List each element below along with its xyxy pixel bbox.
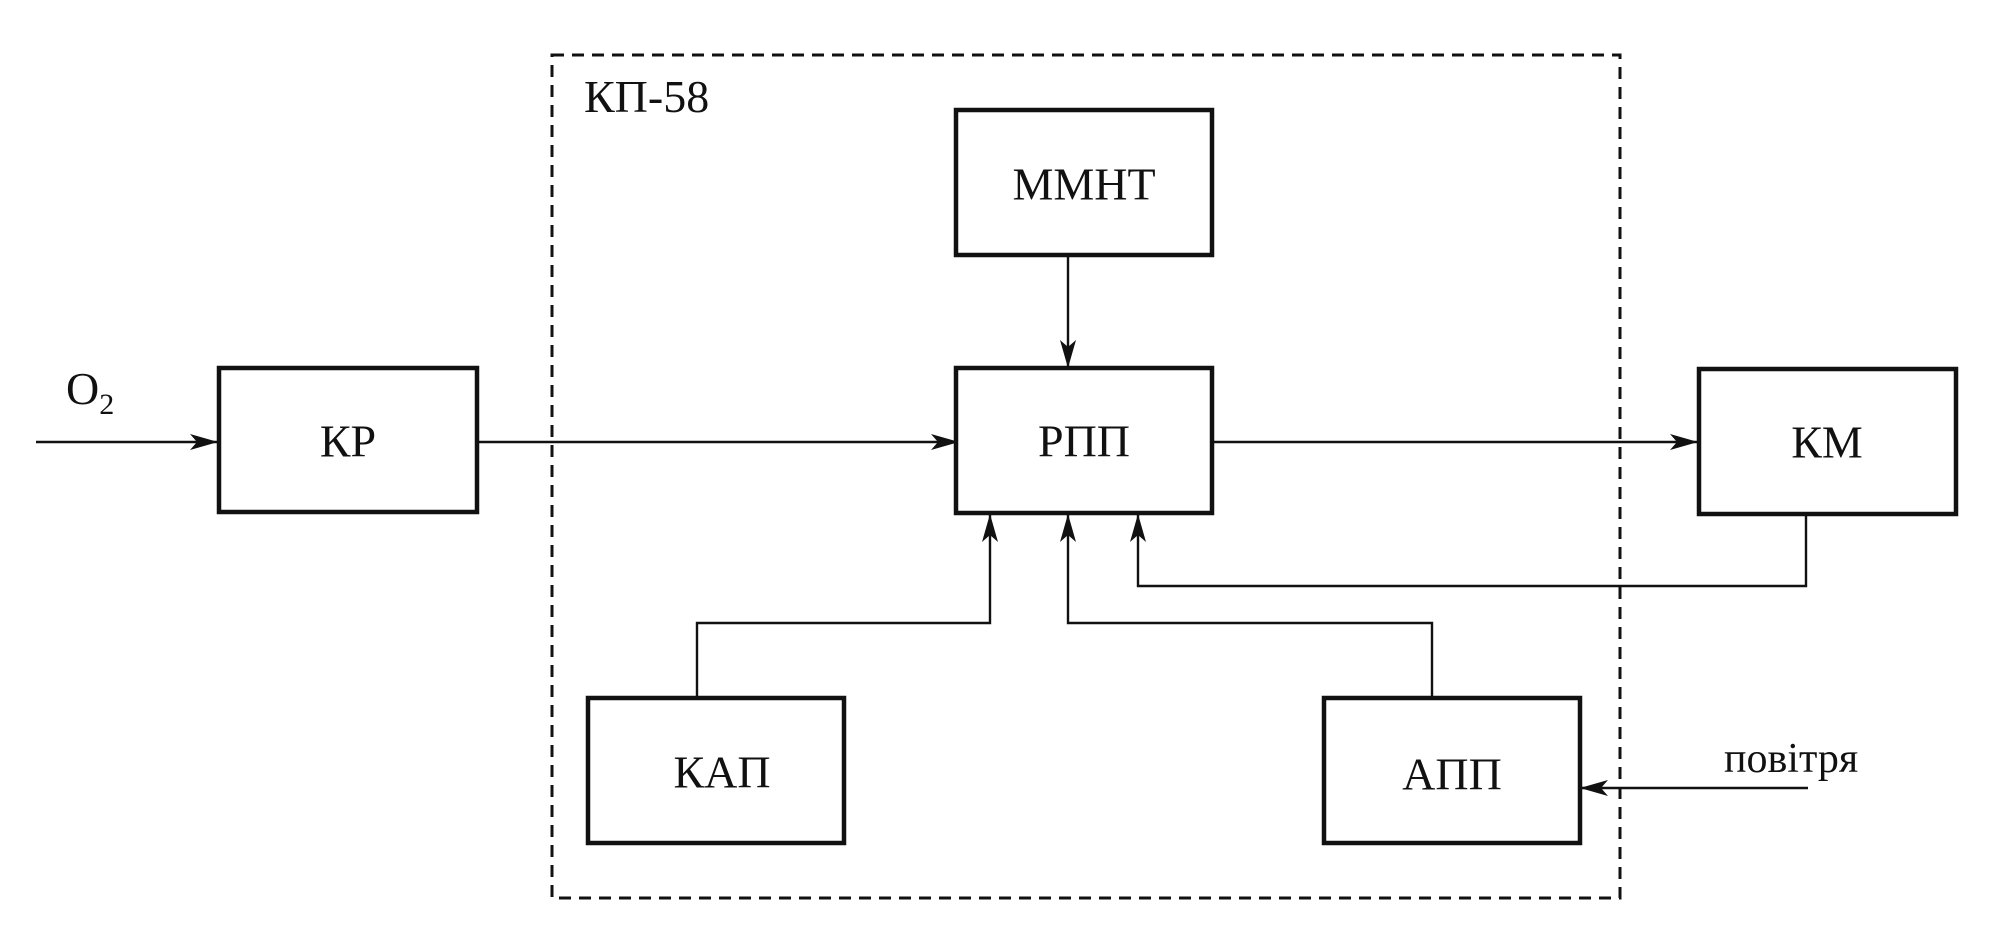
air-input-label: повітря: [1724, 736, 1858, 782]
oxygen-label-subscript: 2: [99, 388, 114, 421]
block-app: АПП: [1321, 695, 1583, 846]
block-app-label: АПП: [1402, 749, 1502, 800]
block-rpp: РПП: [953, 365, 1215, 516]
block-kr-label: КР: [320, 416, 376, 467]
kp58-group-boundary: [550, 53, 1622, 900]
oxygen-label-base: O: [66, 363, 99, 414]
km-feedback-to-rpp-arrow: [1130, 514, 1808, 588]
app-to-rpp-arrow: [1060, 514, 1434, 696]
block-kr: КР: [216, 365, 480, 515]
block-rpp-label: РПП: [1038, 416, 1130, 467]
block-mmnt: ММНТ: [953, 107, 1215, 258]
block-kap-label: КАП: [673, 747, 770, 798]
block-km: КМ: [1696, 366, 1959, 517]
block-mmnt-label: ММНТ: [1012, 159, 1155, 210]
block-kap: КАП: [585, 695, 847, 846]
block-km-label: КМ: [1791, 417, 1863, 468]
kp58-group-label: КП-58: [584, 71, 709, 122]
oxygen-input-label: O2: [66, 363, 114, 421]
kap-to-rpp-arrow: [695, 514, 998, 696]
